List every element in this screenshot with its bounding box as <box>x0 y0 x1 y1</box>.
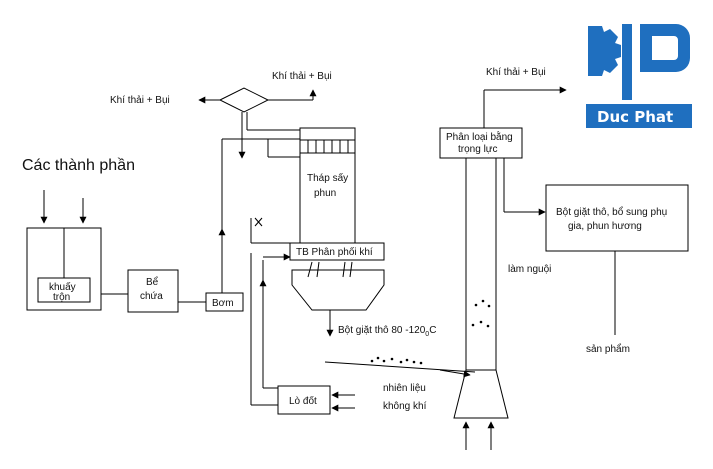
fuel-label: nhiên liệu <box>383 383 426 394</box>
cooling-label: làm nguội <box>508 264 551 275</box>
storage-tank <box>127 269 179 313</box>
product-label: sản phẩm <box>586 343 630 355</box>
exhaust-right-label: Khí thải + Bụi <box>486 67 546 78</box>
pump-box <box>205 292 244 312</box>
duc-phat-logo: Duc Phat <box>586 24 692 128</box>
mixer-box <box>37 277 91 303</box>
distributor-label: TB Phân phối khí <box>296 246 373 258</box>
mixer-label-2: trộn <box>53 292 70 303</box>
tower-label-2: phun <box>314 188 336 199</box>
tower-hopper <box>291 269 385 311</box>
tower-label-1: Tháp sấy <box>307 172 348 184</box>
finishing-label-2: gia, phun hương <box>568 221 642 232</box>
furnace-box <box>277 385 331 415</box>
particles <box>370 299 491 365</box>
separator-label-2: trọng lực <box>458 144 498 155</box>
cooling-cone <box>453 369 509 419</box>
gas-distributor <box>289 242 385 261</box>
air-label: không khí <box>383 401 427 412</box>
components-title: Các thành phần <box>22 157 135 174</box>
pump-label: Bơm <box>212 298 234 309</box>
tank-label-2: chứa <box>140 291 163 302</box>
logo-text: Duc Phat <box>597 108 673 126</box>
gear-icon <box>588 26 621 76</box>
gravity-separator <box>439 127 523 159</box>
furnace-label: Lò đốt <box>289 395 317 407</box>
cyclone-separator <box>218 87 270 113</box>
finishing-label-1: Bột giặt thô, bổ sung phụ <box>556 206 667 218</box>
finishing-box <box>545 184 689 252</box>
exhaust-top-label: Khí thải + Bụi <box>272 71 332 82</box>
tank-label-1: Bể <box>146 276 159 288</box>
exhaust-left-label: Khí thải + Bụi <box>110 95 170 106</box>
separator-label-1: Phân loại bằng <box>446 130 513 143</box>
product-out-label: Bột giặt thô 80 -1200C <box>338 325 436 338</box>
mixer-label-1: khuấy <box>49 281 76 293</box>
